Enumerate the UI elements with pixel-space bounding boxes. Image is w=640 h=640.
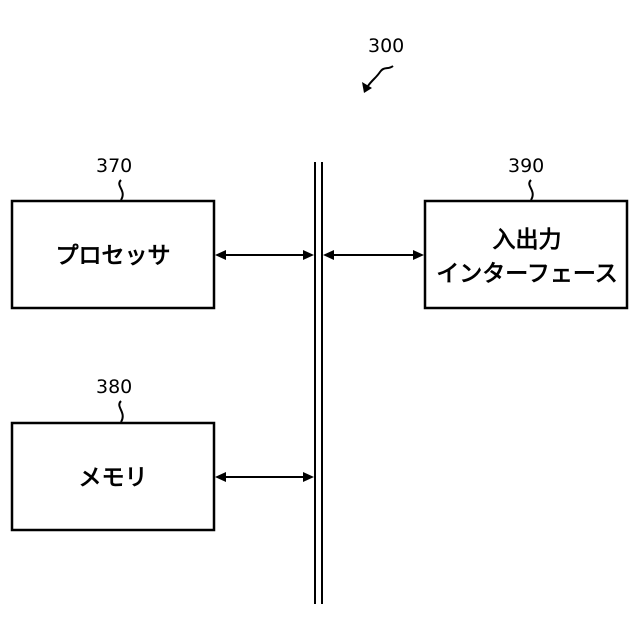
- memory-ref-leader: [119, 401, 122, 422]
- memory-bus-arrow: [215, 472, 314, 482]
- processor-label: プロセッサ: [56, 243, 171, 269]
- io-interface-label-line1: 入出力: [493, 227, 562, 253]
- processor-ref-leader: [119, 180, 122, 200]
- io-interface-ref-leader: [529, 180, 532, 200]
- io-interface-label-line2: インターフェース: [436, 261, 617, 287]
- io-interface-block: [425, 201, 627, 308]
- system-bus: [315, 162, 322, 604]
- processor-ref-label: 370: [96, 155, 132, 177]
- memory-label: メモリ: [79, 465, 148, 491]
- figure-ref-label: 300: [368, 35, 404, 57]
- io-interface-ref-label: 390: [508, 155, 544, 177]
- memory-ref-label: 380: [96, 376, 132, 398]
- bus-io-arrow: [323, 250, 424, 260]
- figure-ref-leader: [362, 66, 393, 93]
- processor-bus-arrow: [215, 250, 314, 260]
